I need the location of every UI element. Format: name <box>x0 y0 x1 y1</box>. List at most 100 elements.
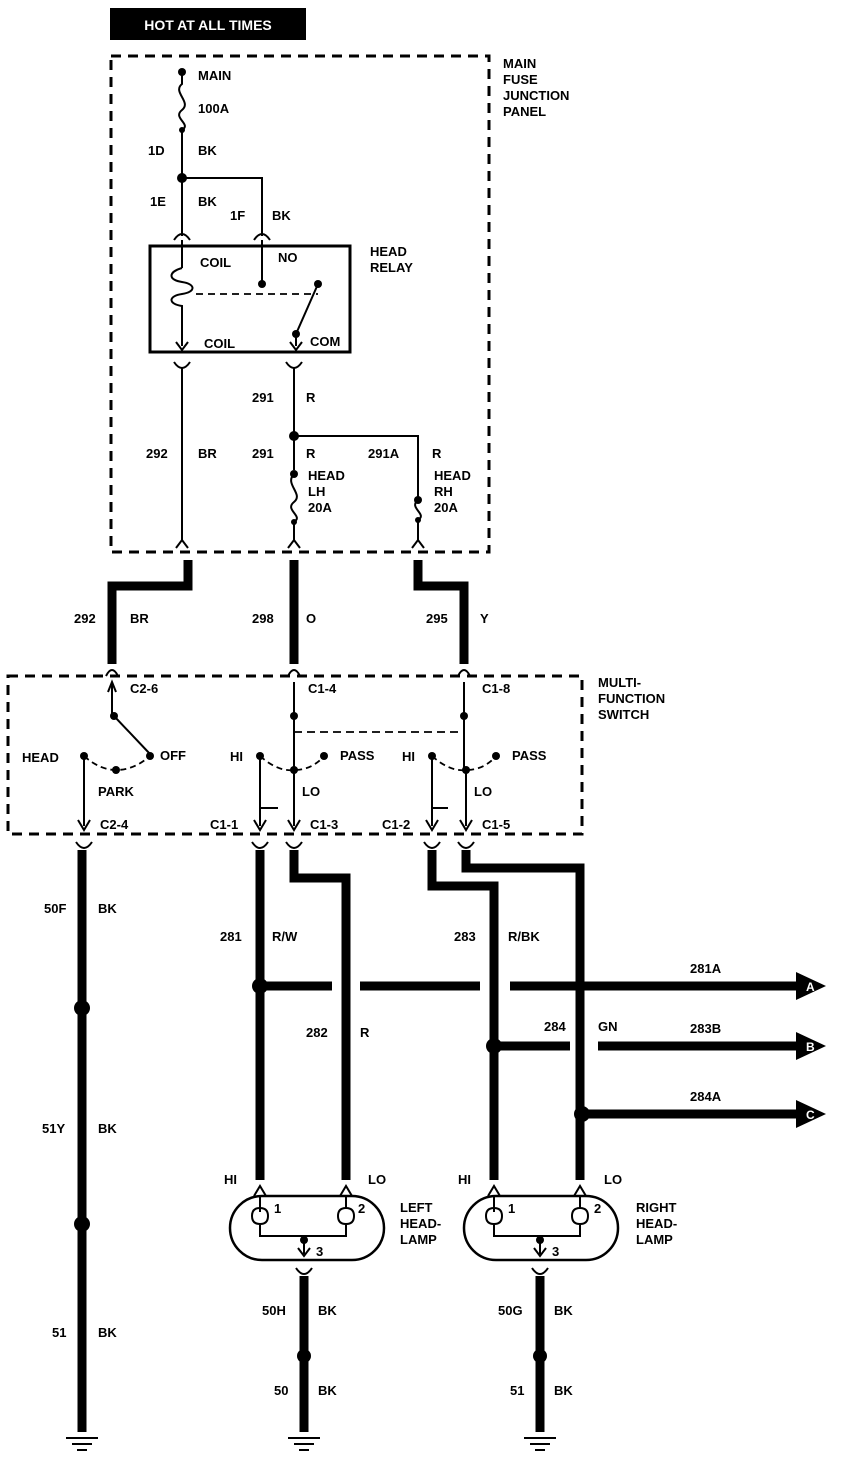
wire-282-color: R <box>360 1025 370 1040</box>
panel-title-1: MAIN <box>503 56 536 71</box>
wire-1f-label: 1F <box>230 208 245 223</box>
c1-5-arrow <box>459 819 473 832</box>
wire-281-label: 281 <box>220 929 242 944</box>
right-pin2: 2 <box>594 1201 601 1216</box>
wire-51-color: BK <box>98 1325 117 1340</box>
wire-50f-label: 50F <box>44 901 66 916</box>
dimmer2-pass-label: PASS <box>512 748 547 763</box>
wire-50-color: BK <box>318 1383 337 1398</box>
right-lo-arrow <box>573 1184 587 1197</box>
wire-292-label: 292 <box>146 446 168 461</box>
splice-50g <box>533 1349 547 1363</box>
coil-out-terminal <box>173 361 191 369</box>
rh-fuse-label-3: 20A <box>434 500 458 515</box>
main-label: MAIN <box>198 68 231 83</box>
conn-c1-4 <box>287 669 301 677</box>
dimmer1-node <box>290 712 298 720</box>
off-label: OFF <box>160 748 186 763</box>
c1-3-label: C1-3 <box>310 817 338 832</box>
left-lamp-out-terminal <box>295 1267 313 1275</box>
relay-coil <box>170 267 194 346</box>
panel-title-2: FUSE <box>503 72 538 87</box>
right-lamp-filaments <box>485 1196 590 1237</box>
wire-1e-color: BK <box>198 194 217 209</box>
wire-292-color: BR <box>198 446 217 461</box>
wire-291-color: R <box>306 390 316 405</box>
dimmer1-lo-label: LO <box>302 784 320 799</box>
wire-50f-color: BK <box>98 901 117 916</box>
c1-1-label: C1-1 <box>210 817 238 832</box>
arrow-b-icon <box>796 1032 826 1060</box>
wire-284a-label: 284A <box>690 1089 722 1104</box>
left-lo-arrow <box>339 1184 353 1197</box>
wire-283-label: 283 <box>454 929 476 944</box>
wire-295-label: 295 <box>426 611 448 626</box>
arrow-b-tag: B <box>806 1040 815 1054</box>
right-pin1: 1 <box>508 1201 515 1216</box>
conn-c1-5-out <box>457 841 475 849</box>
wire-283b-label: 283B <box>690 1021 721 1036</box>
arrow-c-icon <box>796 1100 826 1128</box>
wire-281a-label: 281A <box>690 961 722 976</box>
left-hi-label: HI <box>224 1172 237 1187</box>
lh-fuse-label-3: 20A <box>308 500 332 515</box>
wire-292-mid-color: BR <box>130 611 149 626</box>
wire-291-label: 291 <box>252 390 274 405</box>
coil-bottom-arrow <box>175 341 189 352</box>
c2-6-label: C2-6 <box>130 681 158 696</box>
panel-out-298 <box>287 538 301 549</box>
wire-1f-color: BK <box>272 208 291 223</box>
right-lamp-housing <box>462 1194 620 1262</box>
no-contact <box>258 280 266 288</box>
left-pin3: 3 <box>316 1244 323 1259</box>
fuse-end-node <box>179 127 185 133</box>
wire-283-color: R/BK <box>508 929 540 944</box>
left-pin1: 1 <box>274 1201 281 1216</box>
wire-295-color: Y <box>480 611 489 626</box>
wire-291b-color: R <box>306 446 316 461</box>
relay-coil-top-terminal <box>173 233 191 241</box>
conn-c2-4-out <box>75 841 93 849</box>
wire-50-label: 50 <box>274 1383 288 1398</box>
coil-bottom-label: COIL <box>204 336 235 351</box>
com-out-terminal <box>285 361 303 369</box>
conn-c1-8 <box>457 669 471 677</box>
left-lamp-title-2: HEAD- <box>400 1216 441 1231</box>
wire-291b-label: 291 <box>252 446 274 461</box>
relay-title-1: HEAD <box>370 244 407 259</box>
wire-51y-color: BK <box>98 1121 117 1136</box>
left-hi-arrow <box>253 1184 267 1197</box>
wire-298-label: 298 <box>252 611 274 626</box>
conn-c1-1-out <box>251 841 269 849</box>
panel-out-295 <box>411 538 425 549</box>
rh-fuse-label-1: HEAD <box>434 468 471 483</box>
right-hi-arrow <box>487 1184 501 1197</box>
wire-51y-label: 51Y <box>42 1121 65 1136</box>
wire-282 <box>289 850 351 1180</box>
ground-icon <box>288 1437 320 1451</box>
rh-fuse-node-bottom <box>415 517 421 523</box>
rh-fuse-label-2: RH <box>434 484 453 499</box>
multifunction-switch-box <box>6 674 584 836</box>
dimmer2-hi-label: HI <box>402 749 415 764</box>
wire-51-label: 51 <box>52 1325 66 1340</box>
c2-6-lead <box>107 679 117 716</box>
wire-51r-color: BK <box>554 1383 573 1398</box>
arrow-c-tag: C <box>806 1108 815 1122</box>
c2-4-arrow <box>77 819 91 832</box>
splice-281 <box>252 978 268 994</box>
head-relay-box <box>148 244 352 354</box>
panel-title-3: JUNCTION <box>503 88 569 103</box>
conn-c2-6 <box>105 669 119 677</box>
relay-title-2: RELAY <box>370 260 413 275</box>
right-hi-label: HI <box>458 1172 471 1187</box>
wire-1d-label: 1D <box>148 143 165 158</box>
com-arrow <box>289 341 303 352</box>
park-label: PARK <box>98 784 134 799</box>
arrow-a-tag: A <box>806 980 815 994</box>
lh-fuse-label-2: LH <box>308 484 325 499</box>
ground-icon <box>524 1437 556 1451</box>
left-lo-label: LO <box>368 1172 386 1187</box>
c1-8-label: C1-8 <box>482 681 510 696</box>
